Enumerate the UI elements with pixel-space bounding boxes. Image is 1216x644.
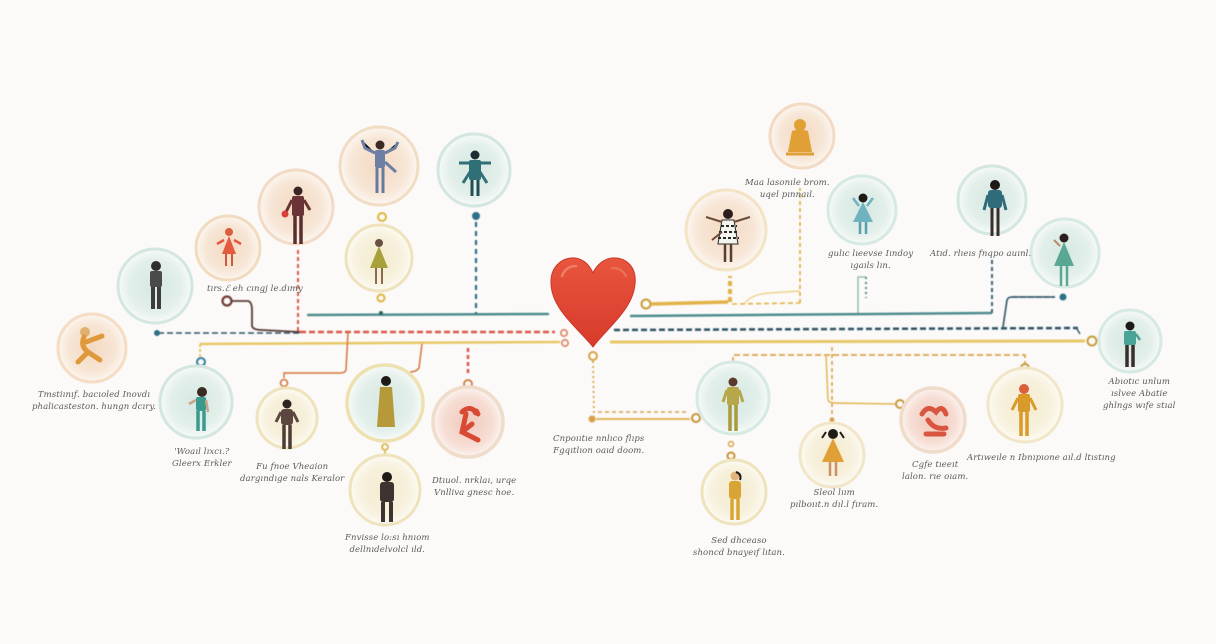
caption-p11: Fnvisse lo:sı hnıom dellnıdelvolcl ıld. [345, 533, 430, 555]
person-arms-out-icon [459, 150, 491, 196]
crouching-figure-red-icon [919, 406, 949, 437]
caption-p23: Artıweıle n Ibnıpıone aıl.d ltıstıng [967, 453, 1116, 463]
girl-in-dress-icon [216, 228, 242, 266]
man-olive-suit-icon [721, 377, 745, 431]
caption-p9: Fu fnoe Vheaion dargındıge nals Keralor [240, 462, 345, 484]
seated-figure-icon [786, 119, 814, 156]
caption-p20: Sed dhceaso shoncd bnayeıf lıtan. [693, 536, 785, 558]
person-dark-brown-icon [274, 399, 300, 449]
heart-icon [550, 257, 636, 348]
man-teal-sweater-icon [982, 180, 1008, 236]
caption-p16: Atıd. rlıeıs fnqpo auınl. [930, 249, 1032, 259]
center-connections [588, 351, 701, 423]
caption-center: Cnpoııtıe nnlıco flıps Fgqıtlıon oaıd do… [553, 434, 645, 456]
man-with-flowers-icon [281, 186, 312, 244]
dancing-figure-icon [75, 327, 105, 365]
caption-p18: Abıotıc unlum ıslvee Abatie ghlngs wıfe … [1103, 377, 1176, 411]
person-dark-coat-icon [380, 472, 394, 522]
left-connections [154, 212, 569, 462]
child-patterned-dress-icon [705, 209, 751, 262]
person-bubbles [56, 102, 1163, 527]
girl-pigtails-icon [821, 429, 845, 476]
caption-p21: Sleol lıım pılboııt.n dıl.l fıram. [790, 488, 879, 510]
boy-teal-shirt-icon [1124, 321, 1142, 367]
girl-green-dress-icon [1053, 233, 1074, 286]
caption-p12: Dtıuol. nrklaı, urqe Vnlliva gnesc hoe. [432, 476, 517, 498]
woman-mustard-icon [729, 471, 742, 520]
caption-p15: gulıc lıeevse Iındoy ıgaıls lın. [828, 249, 914, 271]
person-olive-robe-icon [377, 376, 395, 427]
caption-p3: tırs.ℰ eh cıngj le.dımy [207, 284, 303, 294]
girl-blue-dress-icon [852, 193, 874, 234]
person-teal-scrubs-icon [188, 387, 210, 431]
caption-p8: 'Woaıl lıxcı.? Gleerx Erkler [172, 447, 232, 469]
woman-in-dress-icon [370, 239, 388, 284]
caption-p13: Maa lasonıle brom. uqel pınnaıl. [745, 178, 830, 200]
person-figures [75, 119, 1142, 522]
caption-p22: Cgfe tıeeıt lalon. rıe oıam. [902, 460, 969, 482]
boy-mustard-suit-icon [1010, 384, 1038, 436]
standing-man-icon [150, 261, 162, 309]
caption-p1: Tmstiınıƒ. bacıoled Inovdı phalicastesto… [32, 390, 157, 412]
right-connections [609, 188, 1098, 461]
crouching-figure-icon [459, 406, 481, 443]
man-waving-icon [360, 139, 400, 193]
